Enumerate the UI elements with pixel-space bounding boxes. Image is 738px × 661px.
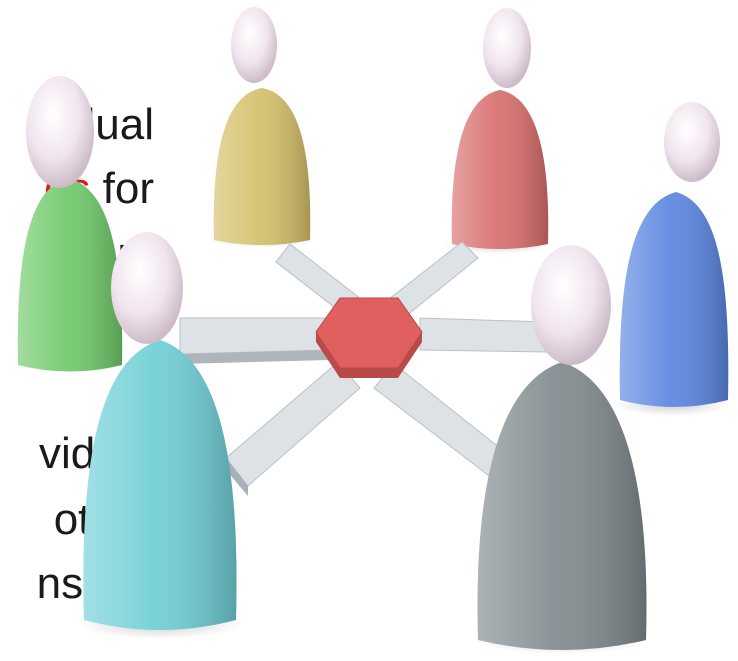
red-figure — [443, 8, 553, 254]
blue-figure — [614, 102, 730, 416]
blue-figure-head — [664, 102, 720, 182]
yellow-figure-head — [231, 7, 277, 83]
hub-network — [179, 241, 547, 496]
arm-right — [419, 317, 547, 353]
red-figure-head — [483, 8, 531, 88]
cyan-figure — [78, 232, 242, 639]
gray-figure — [474, 245, 650, 654]
arm-lower-left — [225, 361, 361, 487]
arm-lower-right — [373, 363, 511, 479]
cyan-figure-head — [111, 232, 183, 344]
green-figure-head — [26, 76, 94, 188]
green-figure — [17, 76, 123, 372]
yellow-figure — [207, 7, 317, 248]
arm-left — [179, 317, 331, 355]
gray-figure-head — [531, 245, 611, 365]
